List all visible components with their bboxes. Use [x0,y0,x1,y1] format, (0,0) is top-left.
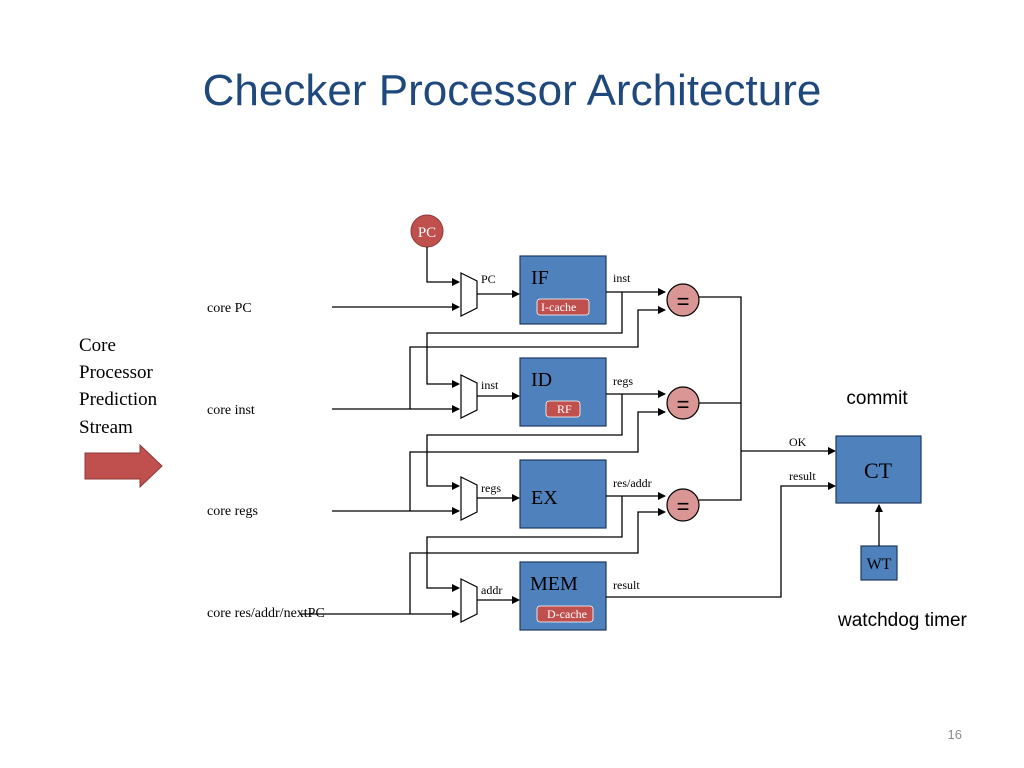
watchdog-caption: watchdog timer [837,610,968,631]
ex-out-label: res/addr [613,476,652,490]
core-regs-to-cmp2 [409,408,666,511]
mux-ex [460,476,478,521]
rf-label: RF [557,402,572,416]
stage-ex [519,459,607,529]
mux-id [460,374,478,419]
slide-title: Checker Processor Architecture [202,66,822,115]
wt-label: WT [867,556,892,573]
ct-block [835,435,922,504]
core-inst-label: core inst [207,403,255,418]
mux-if-label: PC [481,272,496,286]
mux-mem-label: addr [481,583,502,597]
rf-box [545,400,581,418]
dcache-label: D-cache [547,607,587,621]
stage-ex-label: EX [531,487,558,509]
commit-caption: commit [846,388,908,409]
result-label: result [789,469,816,483]
icache-box [536,298,590,316]
stream-label-line-4: Stream [79,417,133,438]
mux-ex-label: regs [481,481,501,495]
ok-bus [699,296,742,501]
stream-arrow-icon [84,443,163,489]
result-wire [606,482,836,598]
stream-label-line-3: Prediction [79,389,158,410]
comparator-2-symbol: = [677,392,690,417]
mux-mem [460,578,478,623]
id-out-label: regs [613,374,633,388]
inst-to-mux-id [426,292,623,388]
addr-to-mux-mem [426,496,623,592]
prediction-stream-label: Core Processor Prediction Stream [79,335,158,438]
comparator-3-symbol: = [677,494,690,519]
mem-out-label: result [613,578,640,592]
dcache-box [536,605,594,623]
core-pc-label: core PC [207,301,252,316]
core-inst-to-cmp1 [409,306,666,409]
if-out-label: inst [613,271,631,285]
stream-label-line-2: Processor [79,362,154,383]
pc-node-wire [426,247,460,286]
core-regs-label: core regs [207,504,258,519]
comparator-1-symbol: = [677,289,690,314]
comparator-3 [666,488,700,522]
ct-label: CT [864,458,893,483]
ok-label: OK [789,435,807,449]
mux-id-label: inst [481,378,499,392]
pc-node-label: PC [418,225,436,241]
stage-id-label: ID [531,369,552,391]
icache-label: I-cache [541,300,576,314]
stream-label-line-1: Core [79,335,116,356]
stage-mem-label: MEM [530,573,578,595]
mux-if [460,272,478,317]
comparator-1 [666,283,700,317]
core-res-label: core res/addr/nextPC [207,606,325,621]
regs-to-mux-ex [426,394,623,490]
stage-if-label: IF [531,267,549,289]
core-res-to-cmp3 [409,508,666,614]
page-number: 16 [948,727,962,742]
